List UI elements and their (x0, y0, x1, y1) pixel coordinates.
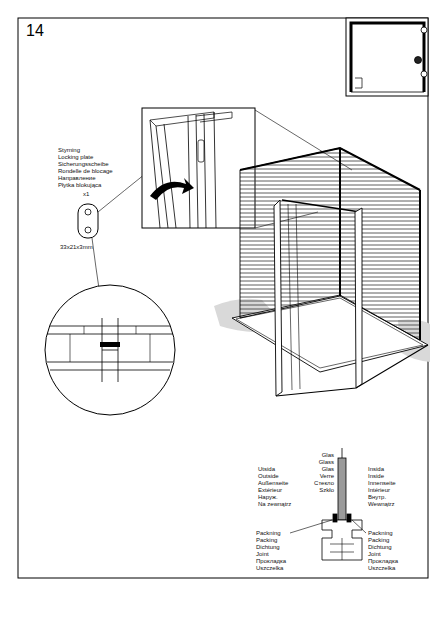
locking-plate-part (78, 204, 98, 238)
zoom-detail-part (150, 120, 176, 228)
part-name: Dichtung (368, 544, 392, 551)
part-name: Locking plate (58, 154, 93, 161)
material-label: Glass (319, 459, 334, 466)
part-name: Направление (58, 175, 95, 182)
side-label: Außenseite (258, 480, 288, 487)
material-label: Стекло (314, 480, 334, 487)
material-label: Verre (320, 473, 334, 480)
part-name: Płytka blokująca (58, 182, 101, 189)
shower-enclosure-part (419, 190, 421, 340)
floor-plan-inset-part (421, 27, 427, 33)
locking-plate (78, 204, 98, 238)
part-name: Joint (368, 551, 381, 558)
side-label: Insida (368, 466, 384, 473)
part-name: Sicherungsscheibe (58, 161, 109, 168)
floor-plan-inset (346, 18, 428, 96)
part-name: Styrning (58, 147, 80, 154)
profile-section-part (330, 538, 354, 560)
floor-plan-inset-part (421, 71, 427, 77)
quantity: x1 (83, 191, 89, 198)
zoom-detail-part (150, 178, 194, 200)
zoom-detail-part (196, 112, 232, 122)
step-number: 14 (26, 22, 44, 40)
part-name: Joint (256, 551, 269, 558)
page-border (18, 18, 428, 578)
side-label: Inside (368, 473, 384, 480)
profile-section (290, 448, 366, 560)
part-name: Rondelle de blocage (58, 168, 113, 175)
profile-section-part (338, 458, 346, 520)
side-label: Innenseite (368, 480, 396, 487)
shower-enclosure-part (355, 208, 362, 388)
part-name: Dichtung (256, 544, 280, 551)
floor-plan-inset-part (351, 23, 424, 92)
shower-enclosure-part (282, 200, 360, 212)
section-circle-detail-part (70, 326, 150, 362)
side-label: Outside (258, 473, 279, 480)
shower-enclosure-part (276, 345, 428, 396)
zoom-detail-part (188, 112, 216, 228)
material-label: Glas (322, 466, 334, 473)
shower-enclosure-part (340, 148, 420, 340)
section-circle-detail-part (100, 342, 120, 347)
section-circle-detail-part (102, 318, 118, 382)
section-circle-detail-part (47, 326, 173, 370)
zoom-detail-part (198, 140, 204, 162)
part-name: Прокладка (256, 558, 286, 565)
shower-enclosure (232, 148, 428, 396)
dimension: 33x21x3mm (60, 244, 93, 251)
floor-plan-inset-part (351, 92, 424, 93)
side-label: Наруж. (258, 494, 278, 501)
zoom-detail-part (142, 108, 255, 228)
shower-enclosure-part (274, 200, 282, 396)
page-border-part (18, 18, 428, 578)
profile-section-part (347, 514, 351, 522)
part-name: Packing (368, 537, 389, 544)
part-name: Uszczelka (368, 565, 395, 572)
profile-section-part (322, 520, 362, 560)
side-label: Na zewnątrz (258, 501, 291, 508)
profile-section-part (290, 520, 366, 533)
profile-section-part (342, 448, 343, 458)
part-name: Packning (256, 530, 281, 537)
side-label: Wewnątrz (368, 501, 395, 508)
part-name: Uszczelka (256, 565, 283, 572)
section-circle-detail (45, 285, 175, 415)
locking-plate-part (85, 227, 91, 233)
side-label: Внутр. (368, 494, 386, 501)
part-name: Прокладка (368, 558, 398, 565)
part-name: Packing (256, 537, 277, 544)
material-label: Glas (322, 452, 334, 459)
section-circle-detail-part (45, 285, 175, 415)
floor-plan-inset-part (346, 18, 428, 96)
shower-enclosure-part (240, 148, 420, 190)
side-label: Intérieur (368, 487, 390, 494)
zoom-detail (142, 108, 255, 228)
part-name: Packning (368, 530, 393, 537)
floor-plan-inset-part (415, 57, 422, 64)
floor-plan-inset-part (355, 78, 362, 88)
material-label: Szkło (319, 487, 334, 494)
side-label: Extérieur (258, 487, 282, 494)
shower-enclosure-part (288, 204, 300, 390)
locking-plate-part (85, 209, 91, 215)
shower-enclosure-part (339, 148, 341, 296)
profile-section-part (333, 514, 337, 522)
side-label: Utsida (258, 466, 275, 473)
